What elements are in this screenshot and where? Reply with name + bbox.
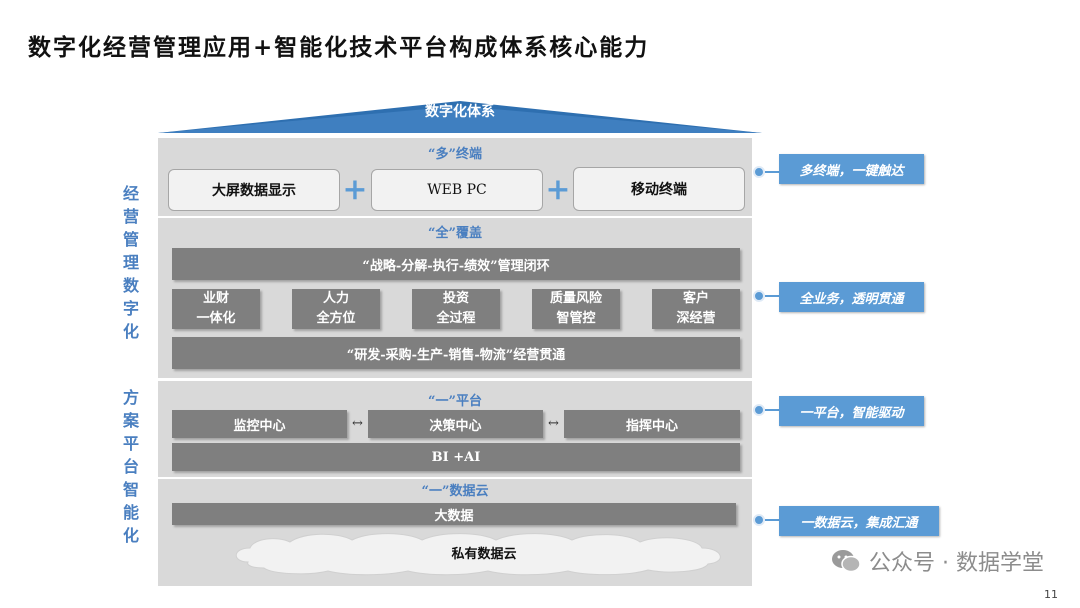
decision-center: 决策中心 xyxy=(368,410,543,438)
big-data-bar: 大数据 xyxy=(172,503,736,525)
cloud-icon xyxy=(235,533,721,576)
capability-line1: 业财 xyxy=(202,291,229,306)
terminal-big-screen: 大屏数据显示 xyxy=(168,169,340,211)
capability-box: 人力 全方位 xyxy=(292,289,380,329)
capability-box: 质量风险 智管控 xyxy=(532,289,620,329)
capability-line1: 客户 xyxy=(682,291,709,306)
left-label-management-digitalization: 经营管理数字化 xyxy=(122,184,139,341)
left-label-platform-intelligence: 方案平台智能化 xyxy=(122,388,139,545)
connector-line xyxy=(765,171,779,173)
connector-dot xyxy=(753,404,765,416)
callout-coverage: 全业务，透明贯通 xyxy=(779,282,924,312)
connector-dot xyxy=(753,514,765,526)
capability-line1: 投资 xyxy=(442,291,469,306)
management-loop-bar: “战略-分解-执行-绩效”管理闭环 xyxy=(172,248,740,280)
operations-chain-bar: “研发-采购-生产-销售-物流”经营贯通 xyxy=(172,337,740,369)
terminals-heading: “多”终端 xyxy=(428,147,482,162)
wechat-icon xyxy=(832,550,861,573)
connector-dot xyxy=(753,290,765,302)
callout-terminals: 多终端，一键触达 xyxy=(779,154,924,184)
plus-icon: + xyxy=(342,172,368,207)
platform-heading: “一”平台 xyxy=(428,394,482,409)
private-cloud-label: 私有数据云 xyxy=(451,547,517,562)
capability-line2: 深经营 xyxy=(676,311,716,326)
capability-line2: 一体化 xyxy=(196,311,236,326)
terminal-web-pc: WEB PC xyxy=(371,169,543,211)
data-cloud-heading: “一”数据云 xyxy=(421,484,489,499)
connector-line xyxy=(765,295,779,297)
capability-line2: 全方位 xyxy=(316,311,356,326)
capability-box: 业财 一体化 xyxy=(172,289,260,329)
double-arrow-icon: ↔ xyxy=(548,416,559,431)
double-arrow-icon: ↔ xyxy=(352,416,363,431)
connector-line xyxy=(765,519,779,521)
callout-data-cloud: 一数据云，集成汇通 xyxy=(779,506,939,536)
roof-shape xyxy=(158,101,762,133)
watermark-text: 公众号 · 数据学堂 xyxy=(869,551,1044,576)
capability-line2: 全过程 xyxy=(436,311,476,326)
terminal-mobile: 移动终端 xyxy=(573,167,745,211)
monitoring-center: 监控中心 xyxy=(172,410,347,438)
watermark: 公众号 · 数据学堂 xyxy=(831,545,1044,577)
roof-label: 数字化体系 xyxy=(425,104,495,120)
callout-platform: 一平台，智能驱动 xyxy=(779,396,924,426)
bi-ai-bar: BI +AI xyxy=(172,443,740,471)
capability-box: 投资 全过程 xyxy=(412,289,500,329)
capability-line1: 质量风险 xyxy=(549,291,602,306)
capability-box: 客户 深经营 xyxy=(652,289,740,329)
page-title: 数字化经营管理应用+智能化技术平台构成体系核心能力 xyxy=(28,34,650,61)
capability-line2: 智管控 xyxy=(556,311,596,326)
connector-line xyxy=(765,409,779,411)
plus-icon: + xyxy=(545,172,571,207)
command-center: 指挥中心 xyxy=(564,410,740,438)
capability-line1: 人力 xyxy=(322,291,349,306)
coverage-heading: “全”覆盖 xyxy=(428,226,482,241)
page-number: 11 xyxy=(1044,588,1058,601)
connector-dot xyxy=(753,166,765,178)
